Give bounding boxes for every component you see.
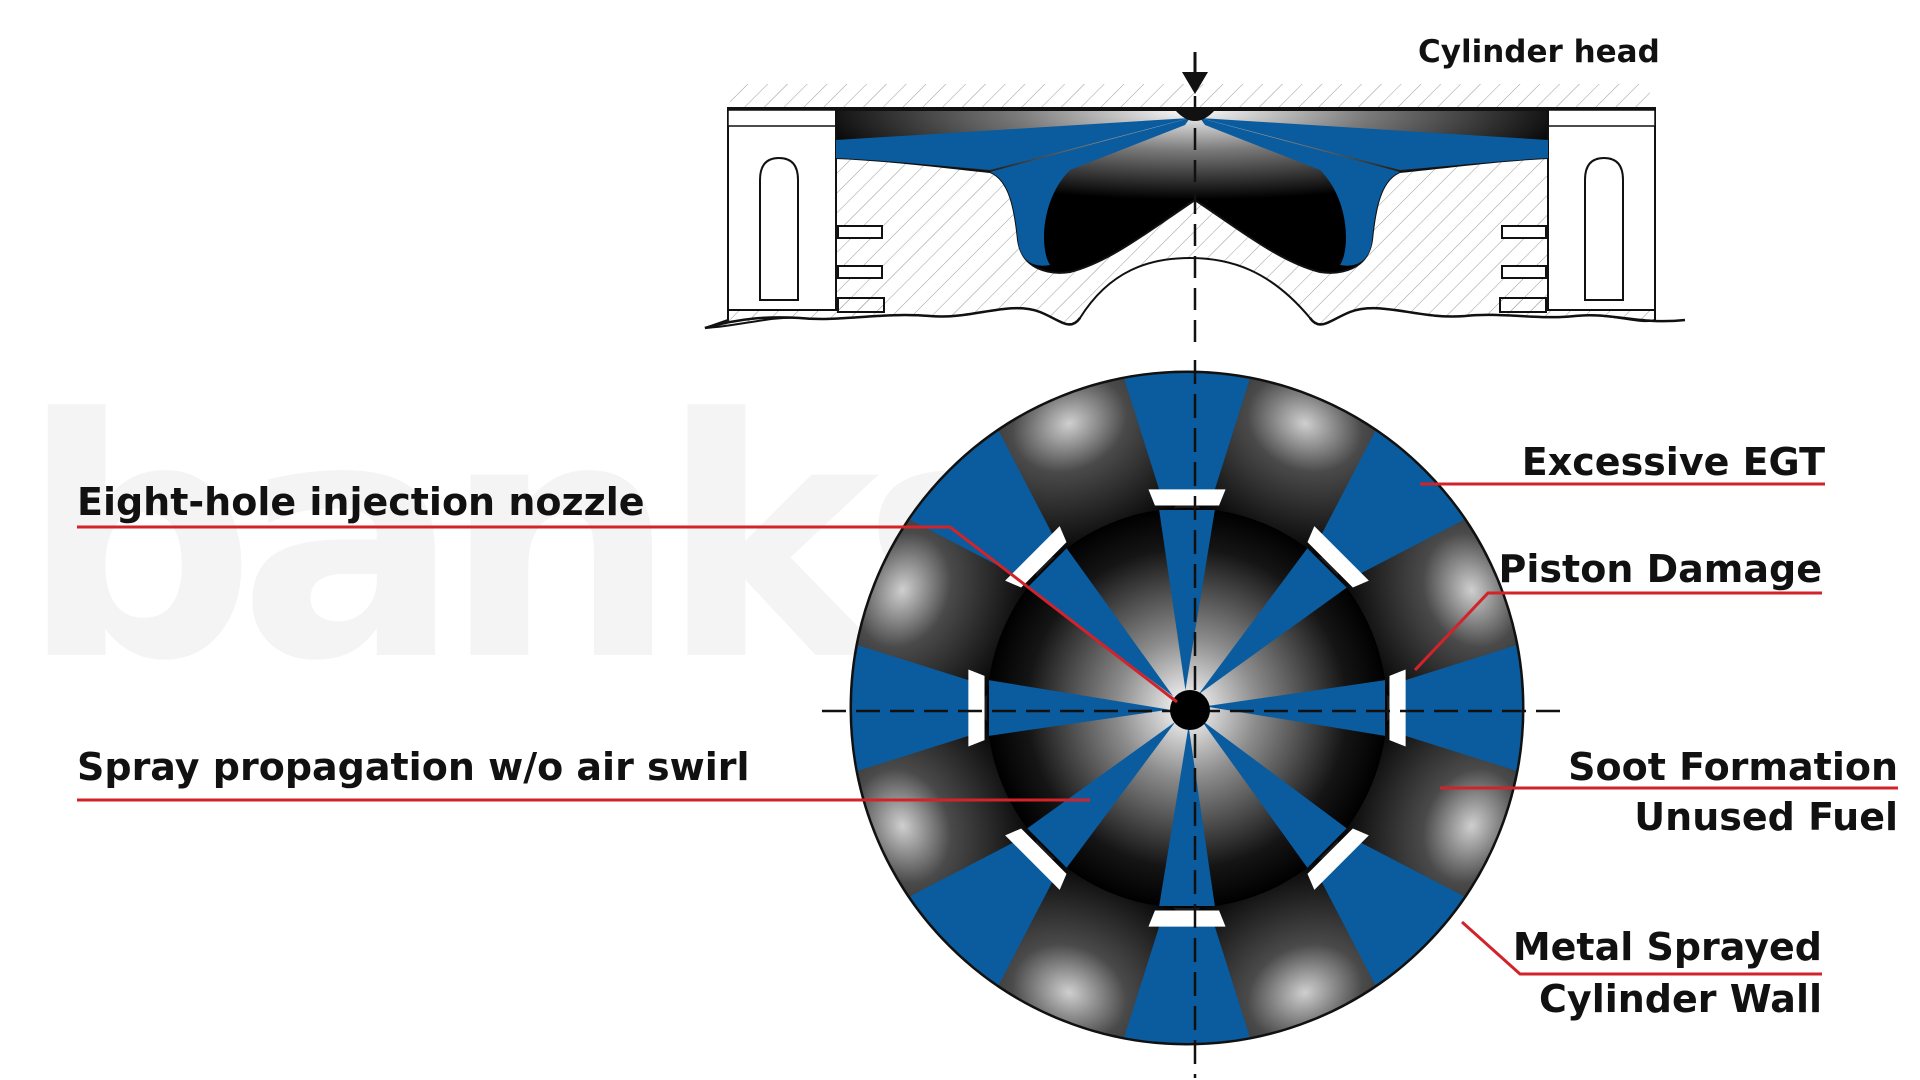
- wall-impingement: [852, 373, 1522, 1043]
- spray-plume: [1027, 548, 1174, 697]
- wall-spray-zone: [900, 421, 1055, 576]
- piston-damage-band: [1389, 669, 1406, 747]
- right-coolant-channel: [1584, 156, 1624, 301]
- spray-plume: [1159, 509, 1215, 691]
- callout-labels: Eight-hole injection nozzle Spray propag…: [77, 440, 1898, 1021]
- piston-damage-band: [1307, 526, 1369, 588]
- wall-spray-zone: [1319, 421, 1474, 576]
- wall-spray-zone: [1319, 840, 1474, 995]
- wall-spray-zone: [1400, 642, 1522, 774]
- piston-base-line: [704, 306, 1082, 330]
- bowl-sprays: [836, 118, 1548, 266]
- label-cylinder-wall: Cylinder Wall: [1539, 977, 1822, 1021]
- left-coolant-channel: [759, 156, 799, 301]
- spray-plumes: [988, 509, 1386, 907]
- label-spray-propagation: Spray propagation w/o air swirl: [77, 745, 750, 789]
- cylinder-head-label: Cylinder head: [1418, 34, 1660, 70]
- left-liner-top: [727, 109, 837, 127]
- spray-plume: [988, 680, 1170, 736]
- left-piston-rings: [837, 225, 885, 313]
- wall-spray-zone: [1121, 373, 1253, 495]
- cylinder-head-band: [730, 84, 1650, 108]
- piston-damage-band: [1148, 910, 1226, 927]
- right-liner-top: [1547, 109, 1656, 127]
- leader-piston: [1413, 591, 1822, 672]
- wall-spray-zone: [900, 840, 1055, 995]
- piston-damage-band: [968, 669, 985, 747]
- label-injection-nozzle: Eight-hole injection nozzle: [77, 480, 645, 524]
- wall-spray-zone: [1121, 921, 1253, 1043]
- label-unused-fuel: Unused Fuel: [1634, 795, 1898, 839]
- piston-damage-band: [1148, 489, 1226, 506]
- spray-plume: [1198, 548, 1347, 695]
- leader-metal: [1460, 920, 1822, 976]
- piston-damage-band: [1307, 828, 1369, 890]
- piston-damage-band: [1005, 828, 1067, 890]
- right-piston-rings: [1499, 225, 1547, 313]
- spray-plume: [1027, 721, 1176, 868]
- leader-lines: [77, 482, 1898, 976]
- nozzle-dot-icon: [1170, 690, 1210, 730]
- spray-plume: [1159, 725, 1215, 907]
- spray-plume: [1200, 719, 1347, 868]
- piston-damage-band: [1005, 526, 1067, 588]
- spray-plume: [1204, 680, 1386, 736]
- label-piston-damage: Piston Damage: [1499, 547, 1822, 591]
- label-excessive-egt: Excessive EGT: [1522, 440, 1825, 484]
- piston-base-line-right: [1308, 306, 1686, 326]
- label-metal-sprayed: Metal Sprayed: [1513, 925, 1822, 969]
- wall-spray-zone: [852, 642, 974, 774]
- leader-nozzle: [77, 525, 1178, 704]
- down-arrow-icon: [1182, 52, 1208, 94]
- label-soot-formation: Soot Formation: [1568, 745, 1898, 789]
- piston-cross-section: Cylinder head: [704, 34, 1686, 345]
